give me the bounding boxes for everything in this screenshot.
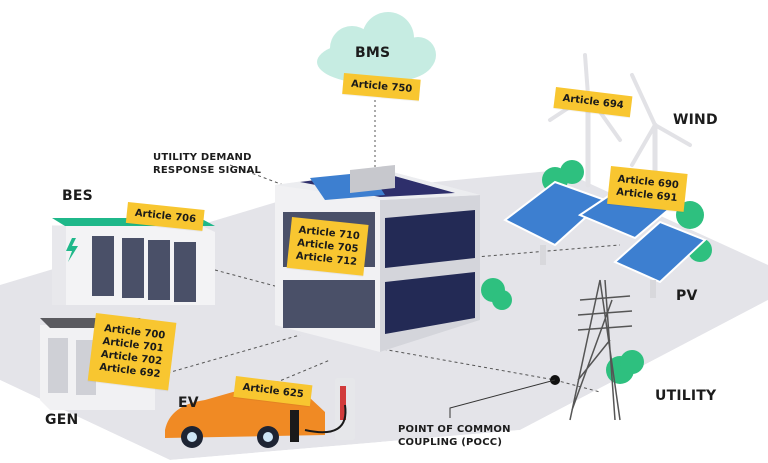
bms-label: BMS (355, 45, 391, 61)
pocc-label: POINT OF COMMON COUPLING (POCC) (398, 424, 511, 448)
ev-charger-icon (304, 378, 355, 440)
article-694: Article 694 (561, 92, 625, 112)
wind-label: WIND (673, 112, 718, 128)
article-625: Article 625 (241, 381, 305, 401)
gen-article-tag: Article 700 Article 701 Article 702 Arti… (87, 313, 177, 391)
ev-label: EV (178, 395, 199, 411)
gen-label: GEN (45, 412, 79, 428)
article-706: Article 706 (134, 207, 197, 226)
pv-article-tag: Article 690 Article 691 (607, 166, 688, 212)
article-750: Article 750 (350, 78, 413, 95)
person-icon (290, 410, 299, 442)
lightning-bolt-icon (66, 238, 78, 262)
utility-label: UTILITY (655, 388, 717, 404)
demand-signal-label: UTILITY DEMAND RESPONSE SIGNAL (153, 152, 262, 176)
bes-label: BES (62, 188, 93, 204)
pv-label: PV (676, 288, 698, 304)
building-article-tag: Article 710 Article 705 Article 712 (286, 217, 369, 276)
tree-icon (481, 278, 512, 310)
transmission-tower-icon (569, 279, 633, 421)
battery-storage-icon (52, 218, 215, 305)
pocc-leader-line (449, 379, 556, 418)
